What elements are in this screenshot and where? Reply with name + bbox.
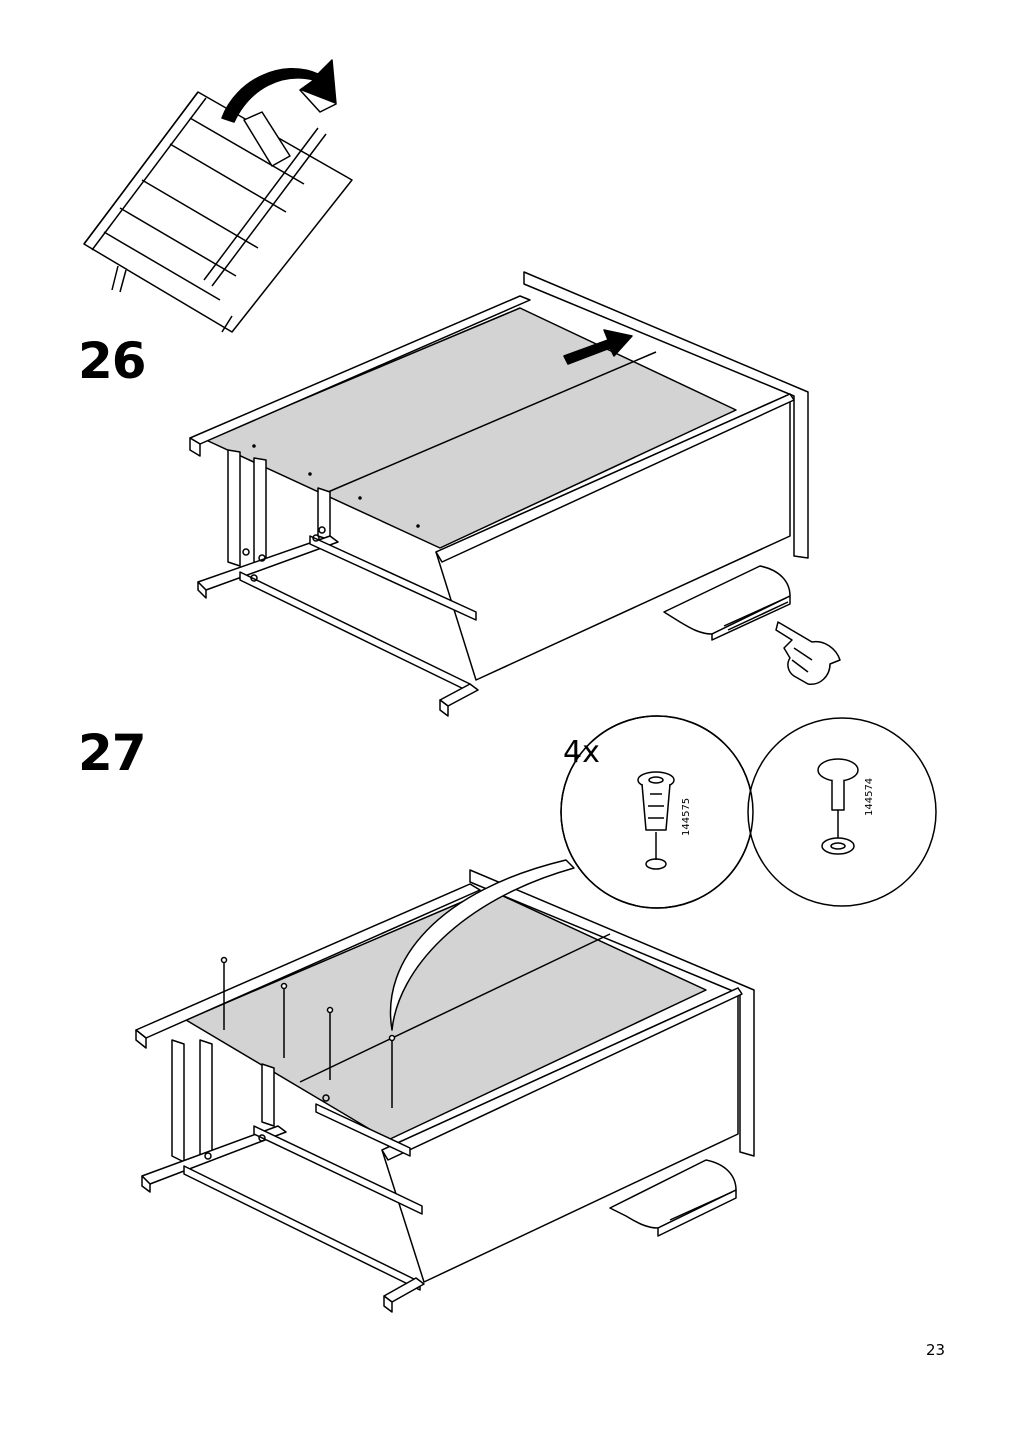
books-icon bbox=[609, 1159, 737, 1237]
dowel-144575-icon bbox=[637, 771, 675, 870]
step-27-illustration bbox=[135, 869, 755, 1313]
flip-arrow-icon bbox=[221, 59, 337, 123]
pointing-hand-icon bbox=[775, 621, 841, 685]
step-26-illustration bbox=[189, 271, 809, 717]
step-number-27: 27 bbox=[78, 724, 147, 782]
step-number-26: 26 bbox=[78, 332, 147, 390]
books-icon bbox=[663, 565, 791, 641]
pin-144574-icon bbox=[817, 758, 859, 855]
part-number-dowel: 144575 bbox=[681, 797, 692, 836]
quantity-label: 4x bbox=[563, 735, 600, 770]
page-number: 23 bbox=[926, 1341, 946, 1359]
part-number-pin: 144574 bbox=[864, 777, 875, 816]
push-arrow-icon bbox=[563, 329, 633, 365]
flip-illustration bbox=[83, 91, 353, 333]
